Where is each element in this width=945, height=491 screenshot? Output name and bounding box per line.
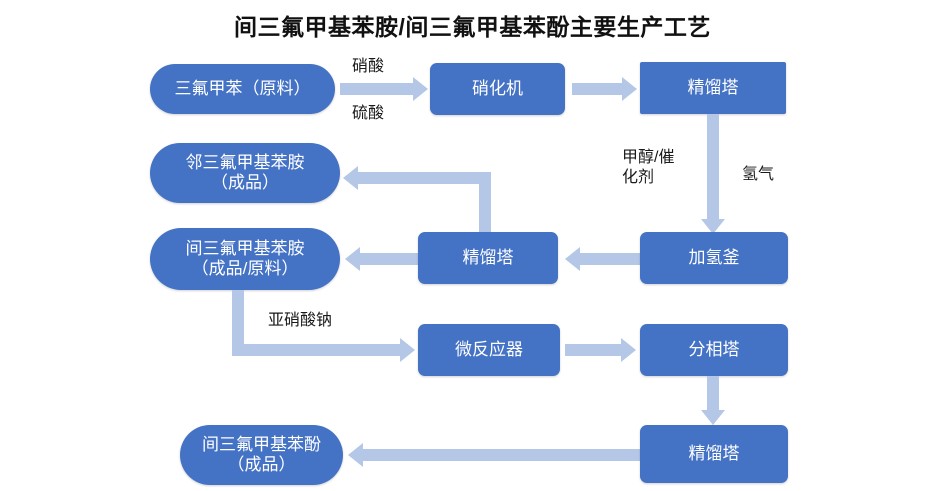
arrowhead-hydro-kettle-to-distill-mid [565,247,580,271]
connector-raw-to-nitrator [340,83,415,95]
arrowhead-distill-top-to-hydro-kettle [701,219,725,234]
node-distillation-tower-bottom[interactable]: 精馏塔 [640,425,788,483]
connector-hydro-kettle-to-distill-mid [580,253,640,265]
arrowhead-raw-to-nitrator [413,77,428,101]
connector-distill-mid-to-ortho-vertical [479,172,491,234]
node-meta-trifluoromethylaniline[interactable]: 间三氟甲基苯胺 （成品/原料） [150,228,340,290]
node-microreactor[interactable]: 微反应器 [418,324,560,376]
edge-label-nitric-acid: 硝酸 [352,58,385,75]
node-raw-benzotrifluoride[interactable]: 三氟甲苯（原料） [150,64,335,114]
edge-label-methanol-catalyst: 甲醇/催 化剂 [622,149,675,186]
arrowhead-phase-tower-to-distill-bottom [701,410,725,425]
arrowhead-microreactor-to-phase-tower [621,338,636,362]
arrowhead-distill-mid-to-meta-amine [345,247,360,271]
edge-label-hydrogen: 氢气 [742,166,775,183]
page-title: 间三氟甲基苯胺/间三氟甲基苯酚主要生产工艺 [234,14,711,40]
node-meta-trifluoromethylphenol[interactable]: 间三氟甲基苯酚 （成品） [180,425,343,485]
connector-distill-bottom-to-meta-phenol [363,449,645,461]
node-nitrator[interactable]: 硝化机 [430,63,565,115]
node-hydrogenation-kettle[interactable]: 加氢釜 [640,232,788,284]
connector-meta-amine-to-microreactor-horizontal [232,344,402,356]
connector-nitrator-to-distill-top [572,83,624,95]
arrowhead-distill-bottom-to-meta-phenol [348,443,363,467]
node-distillation-tower-top[interactable]: 精馏塔 [640,62,786,114]
connector-phase-tower-to-distill-bottom [707,376,719,414]
connector-meta-amine-to-microreactor-vertical [232,290,244,356]
node-phase-separation-tower[interactable]: 分相塔 [640,324,788,376]
connector-microreactor-to-phase-tower [565,344,623,356]
arrowhead-nitrator-to-distill-top [622,77,637,101]
node-distillation-tower-middle[interactable]: 精馏塔 [418,232,558,284]
edge-label-sodium-nitrite: 亚硝酸钠 [268,312,333,329]
connector-distill-mid-to-meta-amine [360,253,418,265]
connector-distill-mid-to-ortho-horizontal [358,172,491,184]
arrowhead-distill-mid-to-ortho [343,166,358,190]
node-ortho-trifluoromethylaniline[interactable]: 邻三氟甲基苯胺 （成品） [150,143,340,203]
edge-label-sulfuric-acid: 硫酸 [352,105,385,122]
connector-distill-top-to-hydro-kettle [707,114,719,221]
arrowhead-meta-amine-to-microreactor [400,338,415,362]
